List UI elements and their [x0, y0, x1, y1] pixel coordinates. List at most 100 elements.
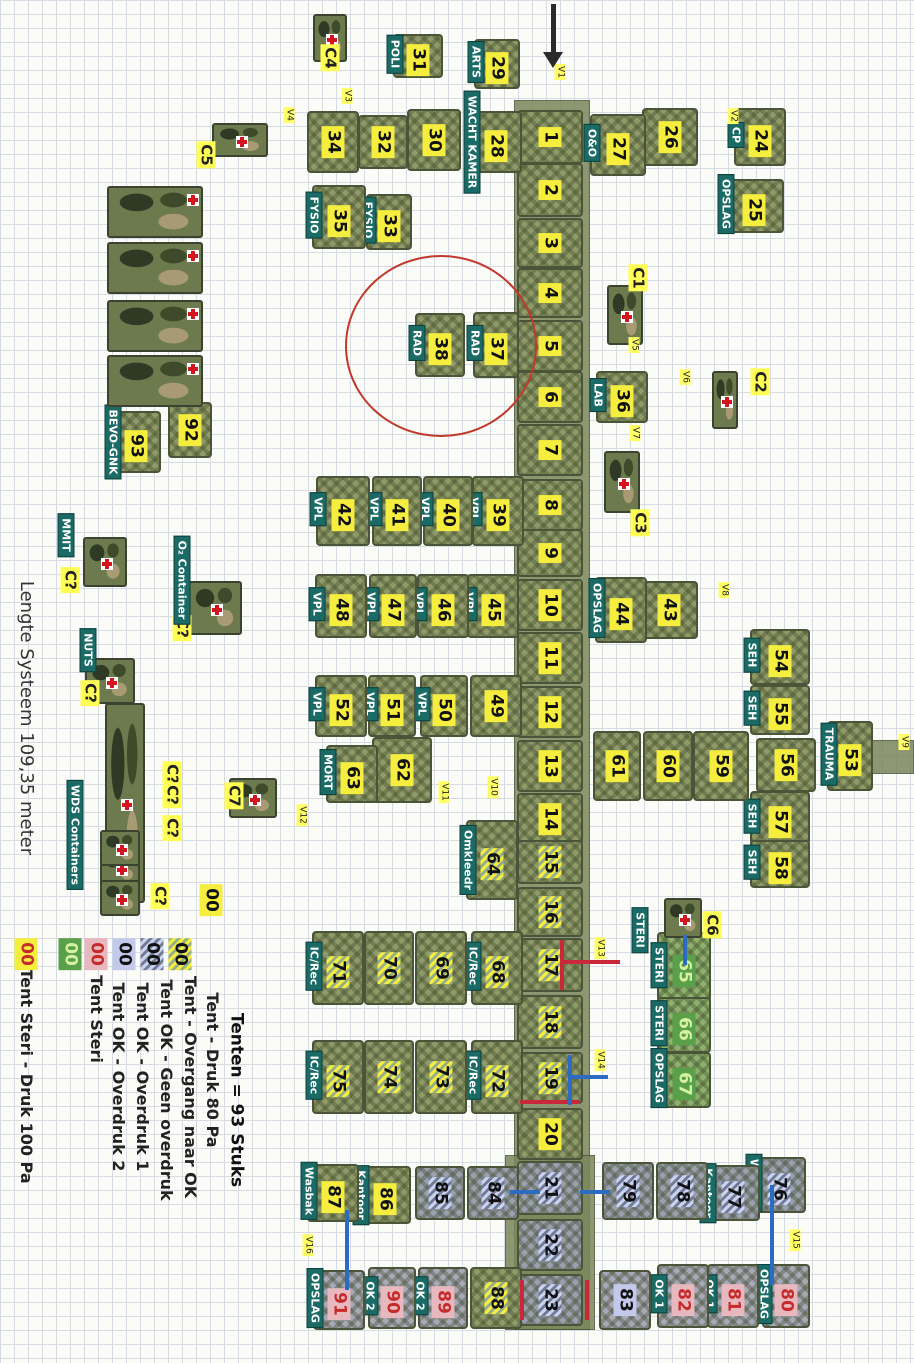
tent-number-49: 49: [484, 690, 508, 722]
tent-number-72: 72: [485, 1065, 509, 1097]
container-4: [313, 14, 347, 62]
tent-number-31: 31: [406, 44, 430, 76]
pipe-blue-1: [568, 1055, 572, 1105]
tent-number-89: 89: [431, 1286, 455, 1318]
legend-item-1: Tent - Overgang naar OK: [181, 975, 200, 1199]
tent-tag-53: TRAUMA: [820, 722, 838, 786]
red-cross-icon: [236, 136, 248, 148]
tent-tag-66: STERI: [650, 1000, 668, 1046]
tent-number-23: 23: [538, 1284, 562, 1316]
tent-number-86: 86: [373, 1183, 397, 1215]
tent-34: [307, 111, 359, 173]
container-5: [212, 123, 268, 157]
container-label-14: C?: [150, 883, 170, 909]
tent-tag-25: OPSLAG: [717, 174, 735, 234]
red-cross-icon: [106, 677, 118, 689]
red-cross-icon: [211, 604, 223, 616]
container-1: [607, 285, 643, 345]
tent-number-52: 52: [329, 694, 353, 726]
tent-number-45: 45: [481, 594, 505, 626]
container-label-12: C?: [162, 815, 182, 841]
pipe-blue-5: [345, 1210, 349, 1290]
container-label-4: C4: [320, 44, 340, 72]
container-9: [83, 537, 127, 587]
tent-number-77: 77: [721, 1181, 745, 1213]
tent-number-5: 5: [538, 336, 562, 356]
tent-tag-67: OPSLAG: [650, 1048, 668, 1108]
tent-number-30: 30: [422, 124, 446, 156]
tent-number-58: 58: [768, 852, 792, 884]
tent-tag-93: BEVO-GNK: [104, 404, 122, 480]
storage-container-2: [107, 242, 203, 294]
legend-swatch-steri: 00: [58, 938, 82, 970]
tent-number-36: 36: [610, 385, 634, 417]
tent-tag-91: OPSLAG: [306, 1268, 324, 1328]
legend-swatch-nob: 00: [140, 938, 164, 970]
container-tag-11: WDS Containers: [66, 779, 84, 891]
tent-tag-87: Wasbak: [300, 1161, 318, 1221]
container-tag-9: MMIT: [57, 513, 75, 557]
tent-number-61: 61: [605, 750, 629, 782]
valve-V14: V14: [594, 1049, 606, 1071]
entrance-arrow-icon: [543, 52, 563, 68]
tent-number-17: 17: [538, 949, 562, 981]
tent-number-3: 3: [538, 233, 562, 253]
tent-number-59: 59: [709, 750, 733, 782]
container-3: [604, 451, 640, 513]
container-label-7: C7: [224, 782, 244, 810]
tent-number-19: 19: [538, 1062, 562, 1094]
storage-container-3: [107, 300, 203, 352]
red-cross-icon: [618, 478, 630, 490]
tent-tag-57: SEH: [743, 798, 761, 834]
tent-number-90: 90: [380, 1286, 404, 1318]
tent-tag-50: VPL: [413, 687, 431, 721]
container-tag-6: STERI: [631, 907, 649, 953]
tent-number-43: 43: [657, 594, 681, 626]
tent-13: [517, 740, 583, 792]
container-tag-10: NUTS: [79, 628, 97, 672]
pipe-blue-7: [580, 1190, 610, 1194]
tent-number-25: 25: [742, 194, 766, 226]
tent-number-48: 48: [329, 594, 353, 626]
tent-number-83: 83: [613, 1284, 637, 1316]
tent-number-44: 44: [609, 598, 633, 630]
valve-V9: V9: [898, 734, 910, 750]
legend-swatch-trans: 00: [168, 938, 192, 970]
legend-title: Tenten = 93 Stuks: [226, 1012, 247, 1188]
tent-tag-35: FYSIO: [305, 191, 323, 239]
container-14: [100, 880, 140, 916]
tent-number-21: 21: [538, 1172, 562, 1204]
red-cross-icon: [116, 844, 128, 856]
pipe-blue-3: [683, 935, 687, 965]
tent-70: [364, 931, 414, 1005]
valve-V12: V12: [296, 804, 308, 826]
legend-item-3: Tent OK - Overdruk 1: [133, 982, 152, 1172]
container-2: [712, 371, 738, 429]
tent-23: [517, 1274, 583, 1326]
legend-item-5: Tent Steri: [87, 975, 106, 1063]
valve-V11: V11: [438, 781, 450, 803]
legend-item-6: Tent Steri - Druk 100 Pa: [17, 968, 36, 1184]
tent-number-10: 10: [538, 589, 562, 621]
pipe-blue-4: [770, 1185, 774, 1285]
tent-number-81: 81: [721, 1284, 745, 1316]
pipe-red-4: [520, 1280, 524, 1320]
container-6: [664, 898, 702, 938]
tent-number-32: 32: [371, 126, 395, 158]
tent-number-35: 35: [327, 205, 351, 237]
tent-number-11: 11: [538, 642, 562, 674]
tent-number-13: 13: [538, 750, 562, 782]
tent-number-92: 92: [178, 414, 202, 446]
tent-number-41: 41: [385, 499, 409, 531]
red-cross-icon: [121, 799, 133, 811]
tent-number-68: 68: [485, 956, 509, 988]
legend-item-4: Tent OK - Overdruk 2: [109, 982, 128, 1172]
tent-number-84: 84: [481, 1177, 505, 1209]
system-length-note: Lengte Systeem 109,35 meter: [16, 580, 37, 856]
red-cross-icon: [621, 311, 633, 323]
tent-number-93: 93: [124, 430, 148, 462]
red-cross-icon: [116, 894, 128, 906]
tent-tag-54: SEH: [743, 637, 761, 673]
red-cross-icon: [187, 250, 199, 262]
